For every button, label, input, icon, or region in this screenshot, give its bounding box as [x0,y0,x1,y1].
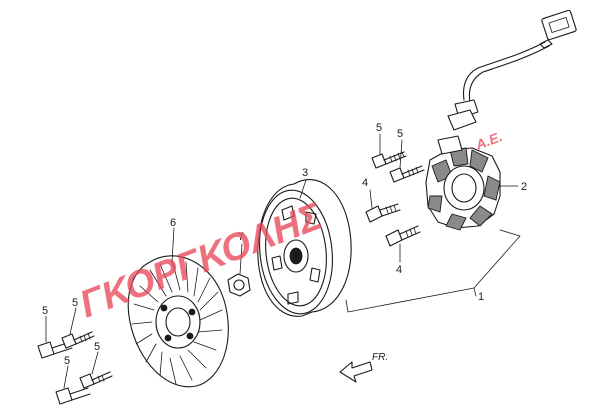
callout-4-a: 4 [362,177,368,189]
screw-5-fan-b [61,331,95,349]
flywheel-nut: 7 [227,231,251,297]
callout-3: 3 [302,167,308,179]
wire-connector [539,9,577,49]
screw-4-upper [365,203,401,223]
front-arrow-icon [339,361,373,383]
cooling-fan: 6 [127,217,229,388]
fan-screws: 5 5 5 5 [37,297,113,405]
front-direction-indicator: FR. [339,352,388,383]
callout-6: 6 [170,217,176,229]
screw-5-upper-left [371,151,407,169]
screw-4-lower [385,225,421,247]
direction-label: FR. [372,352,388,363]
callout-5-a: 5 [376,122,382,134]
screw-5-fan-d [79,371,113,389]
callout-4-b: 4 [396,264,402,276]
stator-coil [425,135,501,231]
stator-assembly: 2 [425,9,577,231]
screw-5-fan-c [55,387,91,405]
callout-1: 1 [478,291,484,303]
callout-5-d: 5 [72,297,78,309]
watermark-suffix: Α.Ε. [472,128,504,153]
callout-5-c: 5 [42,305,48,317]
stator-screws: 5 5 4 4 [362,122,425,276]
callout-5-e: 5 [64,355,70,367]
screw-5-fan-a [37,341,73,359]
screw-5-upper-right [389,165,425,183]
callout-2: 2 [521,181,527,193]
callout-5-b: 5 [397,128,403,140]
assembly-bracket: 1 [345,229,521,313]
callout-5-f: 5 [94,341,100,353]
flywheel-rotor: 3 [257,167,352,317]
callout-7: 7 [238,231,244,243]
